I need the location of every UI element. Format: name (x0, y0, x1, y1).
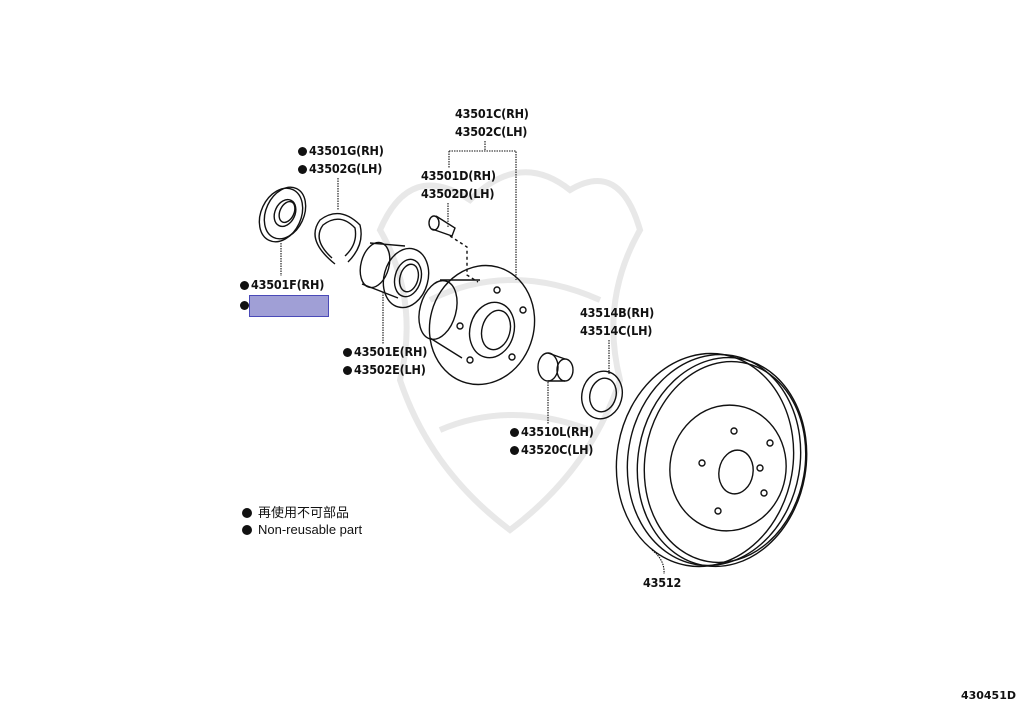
non-reusable-dot-icon (240, 301, 249, 310)
non-reusable-dot-icon (240, 281, 249, 290)
non-reusable-dot-icon (343, 366, 352, 375)
hub-bolt-label-rh[interactable]: 43501D(RH) (421, 168, 496, 183)
bullet-dot-icon (242, 508, 252, 518)
legend-text-en: Non-reusable part (258, 522, 363, 537)
legend-jp: 再使用不可部品 (242, 505, 349, 521)
bolt-leader-dashed (449, 235, 479, 283)
part-number: 43501G(RH) (309, 143, 384, 158)
snap-ring-label-lh[interactable]: 43502G(LH) (298, 162, 382, 176)
legend-en: Non-reusable part (242, 522, 362, 538)
watermark-emblem (376, 169, 644, 534)
part-number: 43501F(RH) (251, 277, 325, 292)
grease-cap-label-lh[interactable]: 43514C(LH) (580, 323, 653, 338)
disc-rotor-drawing (615, 352, 808, 568)
nut-label-rh[interactable]: 43510L(RH) (510, 425, 594, 439)
oil-seal-drawing (258, 186, 307, 243)
snap-ring-drawing (314, 212, 362, 265)
oil-seal-lh-highlight[interactable] (249, 295, 329, 317)
grease-cap-label-rh[interactable]: 43514B(RH) (580, 305, 655, 320)
part-number: 43502G(LH) (309, 161, 383, 176)
snap-ring-label-rh[interactable]: 43501G(RH) (298, 144, 384, 158)
nut-drawing (537, 352, 574, 382)
bullet-dot-icon (242, 525, 252, 535)
part-number: 43510L(RH) (521, 424, 594, 439)
non-reusable-dot-icon (298, 147, 307, 156)
hub-drawing (418, 264, 536, 386)
nut-label-lh[interactable]: 43520C(LH) (510, 443, 593, 457)
bearing-drawing (359, 241, 430, 309)
non-reusable-dot-icon (510, 428, 519, 437)
part-number: 43501E(RH) (354, 344, 428, 359)
bearing-label-rh[interactable]: 43501E(RH) (343, 345, 427, 359)
hub-bolt-label-lh[interactable]: 43502D(LH) (421, 186, 495, 201)
hub-label-lh[interactable]: 43502C(LH) (455, 124, 528, 139)
leader-lines (280, 141, 665, 575)
oil-seal-label-lh-dot (240, 298, 251, 312)
grease-cap-drawing (581, 370, 623, 420)
non-reusable-dot-icon (298, 165, 307, 174)
hub-label-rh[interactable]: 43501C(RH) (455, 106, 529, 121)
non-reusable-dot-icon (343, 348, 352, 357)
legend-text-jp: 再使用不可部品 (258, 505, 350, 520)
part-number: 43520C(LH) (521, 442, 594, 457)
bearing-label-lh[interactable]: 43502E(LH) (343, 363, 426, 377)
figure-code: 430451D (960, 689, 1016, 702)
oil-seal-label-rh[interactable]: 43501F(RH) (240, 278, 324, 292)
part-number: 43502E(LH) (354, 362, 426, 377)
hub-bolt-drawing (428, 215, 456, 237)
disc-label[interactable]: 43512 (643, 575, 682, 590)
non-reusable-dot-icon (510, 446, 519, 455)
